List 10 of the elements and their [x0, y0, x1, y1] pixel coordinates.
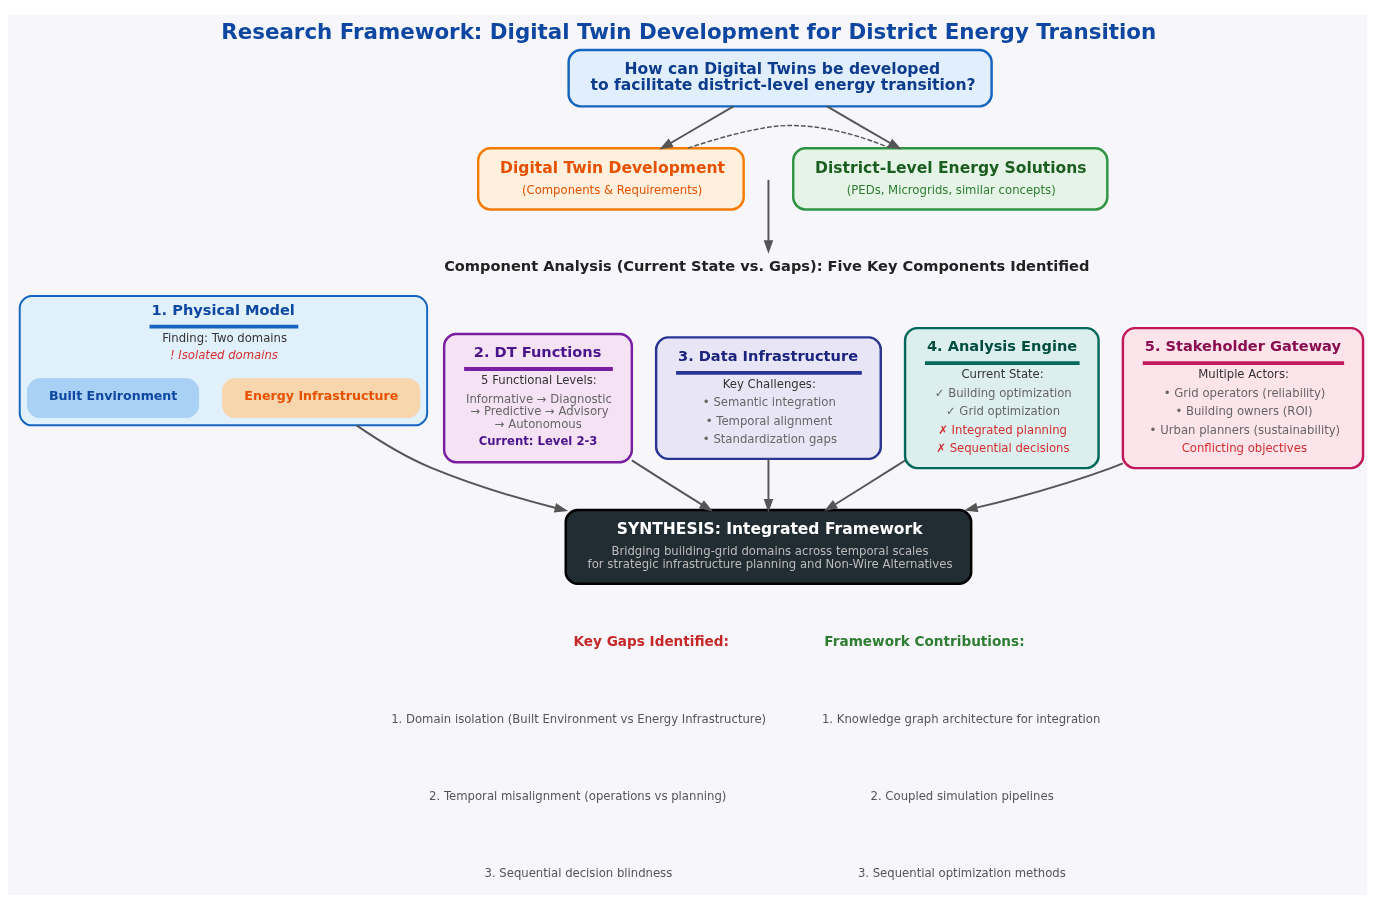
label: Framework Contributions:	[824, 632, 1025, 649]
label: 3. Sequential decision blindness	[484, 865, 673, 880]
diagram-title: Research Framework: Digital Twin Development for District Energy Transition	[221, 18, 1157, 44]
label: 1. Domain isolation (Built Environment vs Energy Infrastructure)	[391, 711, 767, 726]
node-text: Component Analysis (Current State vs. Gaps): Five Key Components Identified	[444, 256, 1090, 274]
label: 2. Coupled simulation pipelines	[870, 788, 1054, 803]
label: Key Gaps Identified:	[573, 632, 729, 649]
label: 2. Temporal misalignment (operations vs planning)	[429, 788, 727, 803]
label: 1. Knowledge graph architecture for integration	[821, 711, 1101, 726]
label: 3. Sequential optimization methods	[857, 865, 1066, 880]
